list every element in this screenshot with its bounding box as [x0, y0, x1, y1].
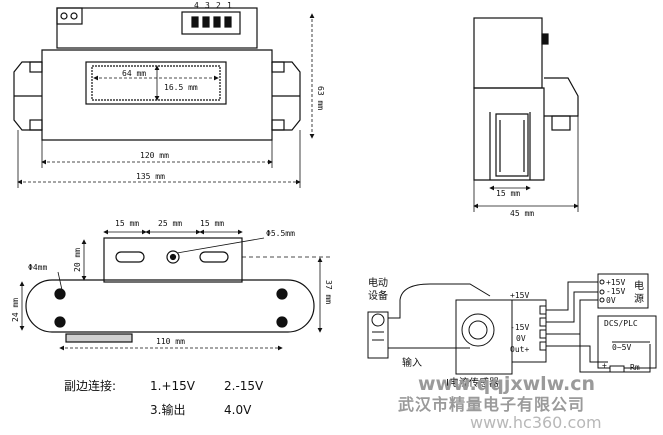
- rm-label: Rm: [630, 363, 640, 372]
- side-housing: [473, 17, 543, 89]
- height-24-label: 24 mm: [11, 298, 20, 322]
- spacing-3-label: 15 mm: [200, 219, 224, 228]
- pin-label: 3: [205, 1, 210, 10]
- screw-block: [56, 7, 83, 25]
- aperture-window: [85, 61, 227, 105]
- slot-width-label: 15 mm: [496, 189, 520, 198]
- large-hole-label: Φ5.5mm: [266, 229, 295, 238]
- top-housing: [56, 7, 258, 49]
- secondary-item-3: 3.输出: [150, 402, 185, 417]
- spacing-2-label: 25 mm: [158, 219, 182, 228]
- terminal-label: -15V: [510, 323, 529, 332]
- watermark-company: 武汉市精量电子有限公司: [398, 395, 585, 414]
- plus-label: +: [602, 361, 607, 370]
- screw-icon: [60, 12, 68, 20]
- dcs-label: DCS/PLC: [604, 319, 638, 328]
- spacing-1-label: 15 mm: [115, 219, 139, 228]
- power-value: 0V: [606, 296, 616, 305]
- wiring-diagram: [367, 273, 657, 375]
- watermark-site: www.hc360.com: [470, 413, 602, 431]
- window-height-label: 16.5 mm: [164, 83, 198, 92]
- device-label-1: 电动: [368, 276, 388, 289]
- pin-label: 2: [216, 1, 221, 10]
- screw-icon: [70, 12, 78, 20]
- range-label: 0~5V: [612, 343, 631, 352]
- dcs-plc: [597, 315, 657, 369]
- sensor-body: [13, 49, 301, 141]
- power-value: -15V: [606, 287, 625, 296]
- device-label-2: 设备: [368, 289, 388, 302]
- side-dimensions: [473, 116, 579, 212]
- depth-label: 45 mm: [510, 209, 534, 218]
- bottom-view: [25, 237, 315, 343]
- pin-label: 4: [194, 1, 199, 10]
- inner-width-label: 120 mm: [140, 151, 169, 160]
- secondary-item-1: 1.+15V: [150, 379, 196, 393]
- power-label-2: 源: [634, 292, 644, 305]
- window-width-label: 64 mm: [122, 69, 146, 78]
- pin-label: 1: [227, 1, 232, 10]
- power-value: +15V: [606, 278, 625, 287]
- sensor-label: I电流传感器: [446, 376, 499, 389]
- terminal-label: Out+: [510, 345, 529, 354]
- front-dimensions: [17, 13, 315, 188]
- secondary-item-4: 4.0V: [224, 403, 252, 417]
- terminal-connector: [181, 11, 241, 35]
- front-pin-labels: 4 3 2 1: [194, 1, 232, 10]
- terminal-label: +15V: [510, 291, 529, 300]
- side-view: [473, 17, 579, 181]
- base-plate: [25, 279, 315, 333]
- height-label: 63 mm: [316, 86, 325, 110]
- watermark-url: www.qqjxwlw.cn: [418, 373, 595, 395]
- terminal-side: [103, 237, 243, 283]
- height-37-label: 37 mm: [324, 280, 333, 304]
- small-hole-label: Φ4mm: [28, 263, 47, 272]
- outer-width-label: 135 mm: [136, 172, 165, 181]
- terminal-label: 0V: [516, 334, 526, 343]
- motor-device: [367, 311, 389, 359]
- bottom-dimensions: [19, 229, 330, 351]
- secondary-heading: 副边连接:: [64, 378, 116, 393]
- secondary-item-2: 2.-15V: [224, 379, 264, 393]
- power-label-1: 电: [634, 279, 644, 292]
- length-label: 110 mm: [156, 337, 185, 346]
- height-20-label: 20 mm: [73, 248, 82, 272]
- input-label: 输入: [402, 356, 422, 369]
- power-supply: [597, 273, 649, 309]
